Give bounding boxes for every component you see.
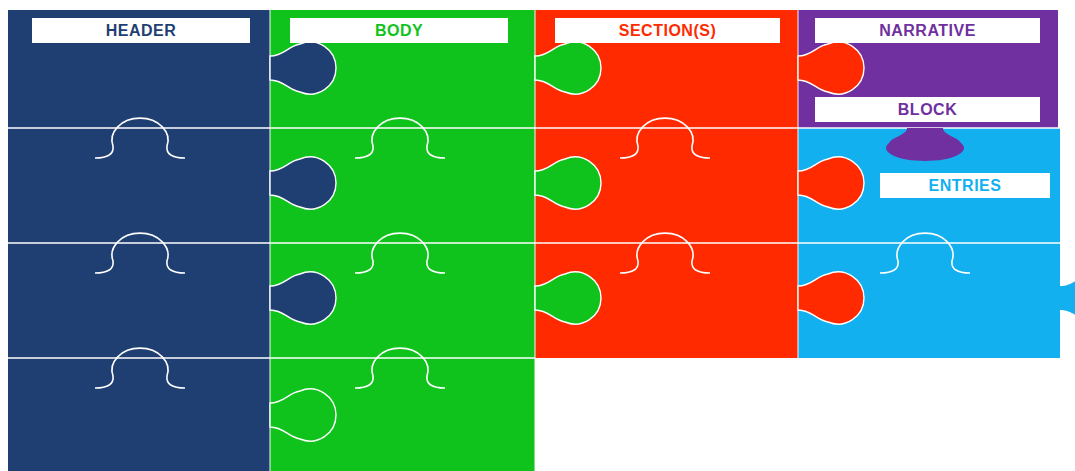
puzzle-piece: SECTION(S) <box>535 10 798 358</box>
header-piece <box>8 10 270 471</box>
puzzle-piece: HEADER <box>8 10 270 471</box>
piece-title: HEADER <box>32 18 250 43</box>
piece-title: BLOCK <box>815 97 1040 122</box>
piece-title: BODY <box>290 18 508 43</box>
piece-seams <box>270 10 798 471</box>
puzzle-piece: NARRATIVE BLOCK <box>798 10 1058 128</box>
piece-title: SECTION(S) <box>555 18 780 43</box>
body-piece <box>270 10 535 471</box>
puzzle-piece: ENTRIES <box>798 128 1060 358</box>
narrative-piece <box>798 10 1058 128</box>
section-piece <box>535 10 798 358</box>
puzzle-piece: BODY <box>270 10 535 471</box>
row-seams <box>8 128 1060 358</box>
knob-outlines <box>95 118 970 388</box>
piece-title: ENTRIES <box>880 173 1050 198</box>
knobs <box>270 42 1075 441</box>
piece-title: NARRATIVE <box>815 18 1040 43</box>
